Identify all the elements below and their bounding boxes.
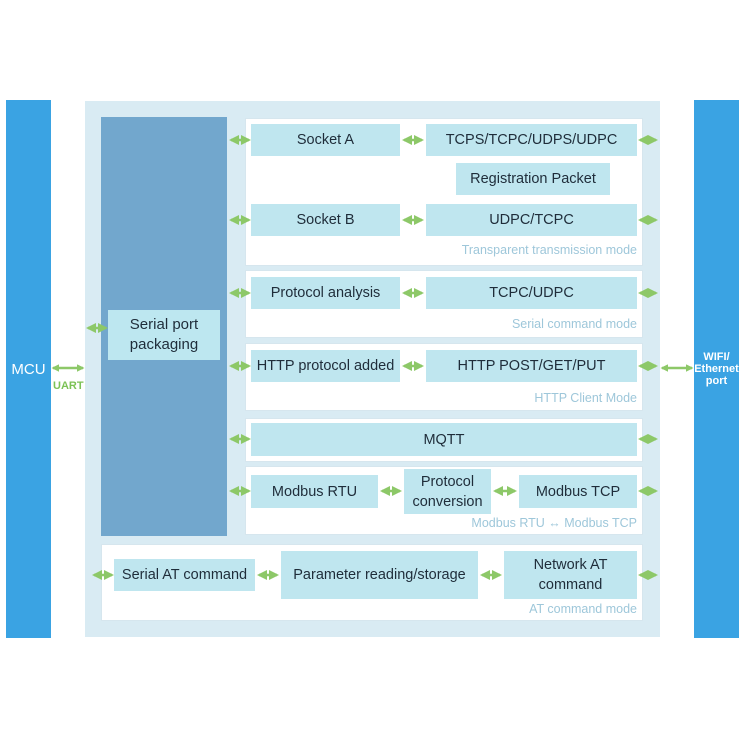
mcu-bar: MCU [6,100,51,638]
serial-command-protocols-box: TCPC/UDPC [426,277,637,309]
serial-at-command-box: Serial AT command [114,559,255,591]
mcu-label: MCU [11,360,46,378]
network-port-label: WIFI/ Ethernet port [694,351,739,387]
parameter-reading-storage-box: Parameter reading/storage [281,551,478,599]
serial-port-packaging-box: Serial port packaging [108,310,220,360]
modbus-rtu-box: Modbus RTU [251,475,378,508]
network-at-command-box: Network AT command [504,551,637,599]
uart-label: UART [53,380,84,392]
registration-packet-box: Registration Packet [456,163,610,195]
protocol-analysis-box: Protocol analysis [251,277,400,309]
modbus-tcp-box: Modbus TCP [519,475,637,508]
socket-b-protocols-box: UDPC/TCPC [426,204,637,236]
http-protocol-added-box: HTTP protocol added [251,350,400,382]
mqtt-box: MQTT [251,423,637,456]
at-command-mode-label: AT command mode [529,602,637,616]
network-port-bar: WIFI/ Ethernet port [694,100,739,638]
http-client-mode-label: HTTP Client Mode [534,391,637,405]
socket-a-box: Socket A [251,124,400,156]
serial-command-mode-label: Serial command mode [511,317,637,331]
socket-a-protocols-box: TCPS/TCPC/UDPS/UDPC [426,124,637,156]
protocol-conversion-box: Protocol conversion [404,469,491,514]
transparent-mode-label: Transparent transmission mode [461,243,637,257]
http-methods-box: HTTP POST/GET/PUT [426,350,637,382]
modbus-mode-label: Modbus RTU ↔ Modbus TCP [471,516,637,530]
socket-b-box: Socket B [251,204,400,236]
